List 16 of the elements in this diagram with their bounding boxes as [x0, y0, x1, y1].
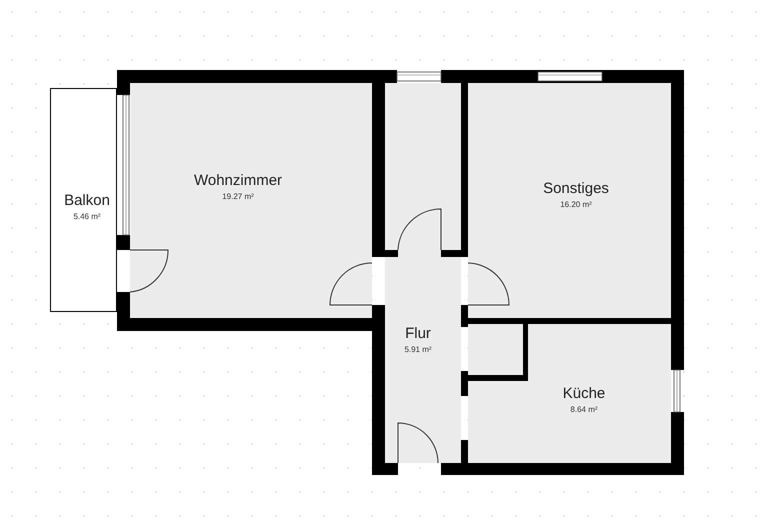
room-area — [130, 83, 372, 318]
room-name: Balkon — [64, 191, 110, 211]
room-area-size: 16.20 m² — [560, 199, 592, 211]
room-area-size: 8.64 m² — [570, 404, 598, 416]
room-name: Küche — [562, 384, 606, 404]
kitchen-area — [468, 324, 671, 463]
room-name: Flur — [405, 324, 431, 344]
balcony-area — [50, 88, 117, 312]
room-area-size: 5.46 m² — [73, 211, 101, 223]
storage-room — [385, 83, 461, 250]
room-name: Wohnzimmer — [194, 171, 282, 191]
room-area-size: 5.91 m² — [404, 344, 432, 356]
room-area — [468, 83, 671, 318]
room-area-size: 19.27 m² — [222, 191, 254, 203]
hallway-area — [385, 250, 461, 463]
room-name: Sonstiges — [543, 179, 609, 199]
